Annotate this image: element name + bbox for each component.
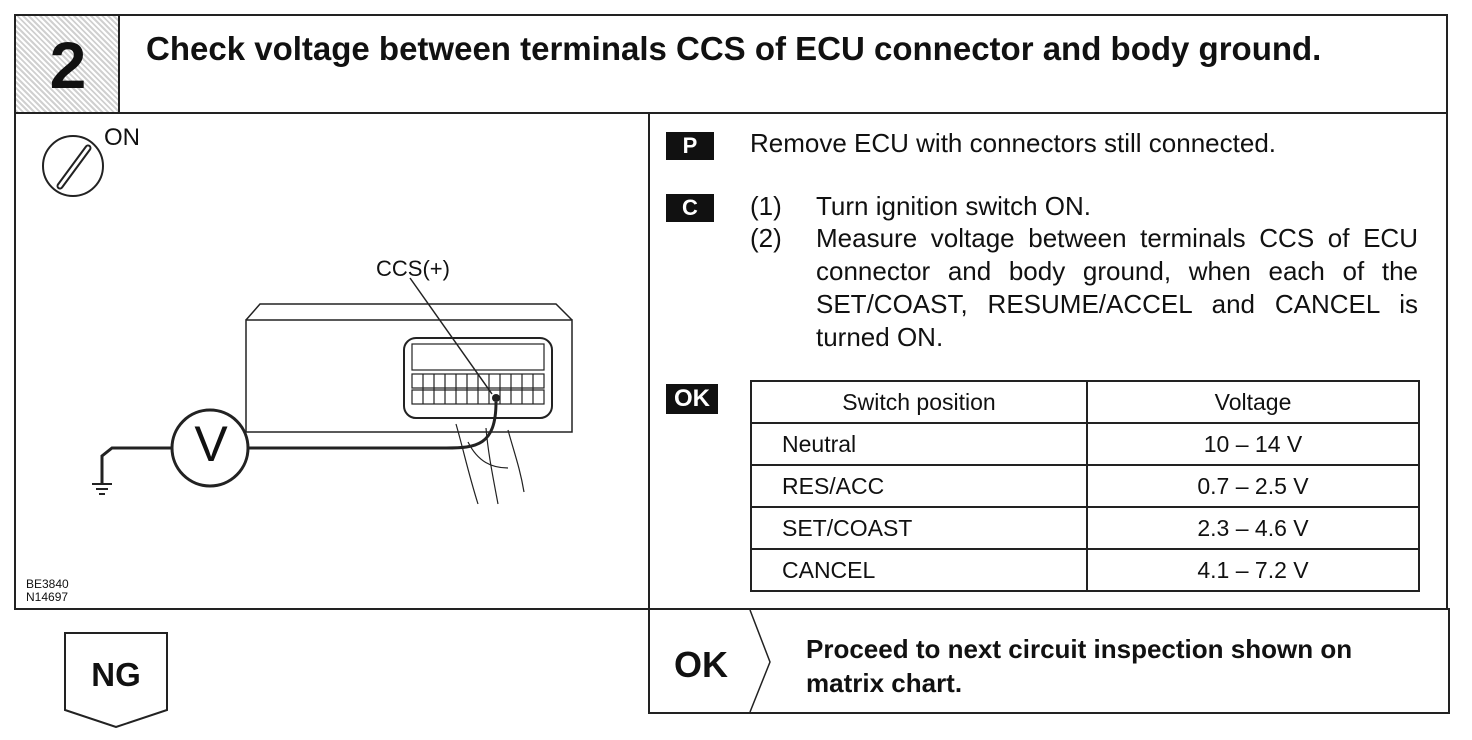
switch-position-cell: Neutral — [750, 422, 1088, 466]
prep-tag: P — [666, 132, 714, 160]
voltage-cell: 2.3 – 4.6 V — [1086, 506, 1420, 550]
step-number: 2 — [49, 28, 87, 102]
inspection-step-frame: 2 Check voltage between terminals CCS of… — [14, 14, 1448, 610]
voltage-cell: 0.7 – 2.5 V — [1086, 464, 1420, 508]
ignition-on-label: ON — [104, 124, 140, 151]
ng-label: NG — [91, 656, 141, 693]
switch-position-cell: SET/COAST — [750, 506, 1088, 550]
step-2-number: (2) — [750, 223, 782, 253]
figure-code: BE3840 N14697 — [26, 578, 69, 604]
ok-result-text: Proceed to next circuit inspection shown… — [806, 634, 1353, 698]
voltmeter-label: V — [194, 416, 228, 472]
figure-code-1: BE3840 — [26, 577, 69, 591]
step-1-text: Turn ignition switch ON. — [816, 191, 1092, 221]
step-number-box: 2 — [16, 16, 120, 112]
switch-position-cell: RES/ACC — [750, 464, 1088, 508]
switch-position-cell: CANCEL — [750, 548, 1088, 592]
ng-result-arrow — [64, 632, 168, 728]
ok-tag: OK — [666, 384, 718, 414]
step-title: Check voltage between terminals CCS of E… — [146, 30, 1322, 67]
ccs-terminal-label: CCS(+) — [376, 256, 450, 281]
voltage-cell: 4.1 – 7.2 V — [1086, 548, 1420, 592]
ok-result-label: OK — [674, 644, 728, 685]
table-row: SET/COAST 2.3 – 4.6 V — [750, 506, 1420, 550]
ignition-key-icon — [42, 135, 104, 197]
voltage-cell: 10 – 14 V — [1086, 422, 1420, 466]
voltage-spec-table: Switch position Voltage Neutral 10 – 14 … — [750, 380, 1420, 592]
column-header-voltage: Voltage — [1086, 380, 1420, 424]
prep-instruction: Remove ECU with connectors still connect… — [750, 128, 1277, 158]
table-header-row: Switch position Voltage — [750, 380, 1420, 424]
voltmeter-icon — [170, 408, 250, 488]
table-row: Neutral 10 – 14 V — [750, 422, 1420, 466]
column-header-switch-position: Switch position — [750, 380, 1088, 424]
figure-code-2: N14697 — [26, 590, 69, 604]
ground-icon — [92, 483, 112, 495]
procedure-panel: P Remove ECU with connectors still conne… — [650, 112, 1446, 608]
wiring-diagram — [42, 135, 573, 505]
table-row: RES/ACC 0.7 – 2.5 V — [750, 464, 1420, 508]
step-1-number: (1) — [750, 191, 782, 221]
wiring-diagram-panel: ON CCS(+) V BE3840 N14697 — [16, 112, 650, 608]
check-tag: C — [666, 194, 714, 222]
step-header: 2 Check voltage between terminals CCS of… — [16, 16, 1446, 114]
ok-result-box: OK Proceed to next circuit inspection sh… — [648, 608, 1450, 714]
chevron-right-icon — [749, 610, 771, 712]
step-2-text: Measure voltage between terminals CCS of… — [816, 223, 1418, 352]
ecu-connector-icon — [245, 277, 573, 505]
table-row: CANCEL 4.1 – 7.2 V — [750, 548, 1420, 592]
